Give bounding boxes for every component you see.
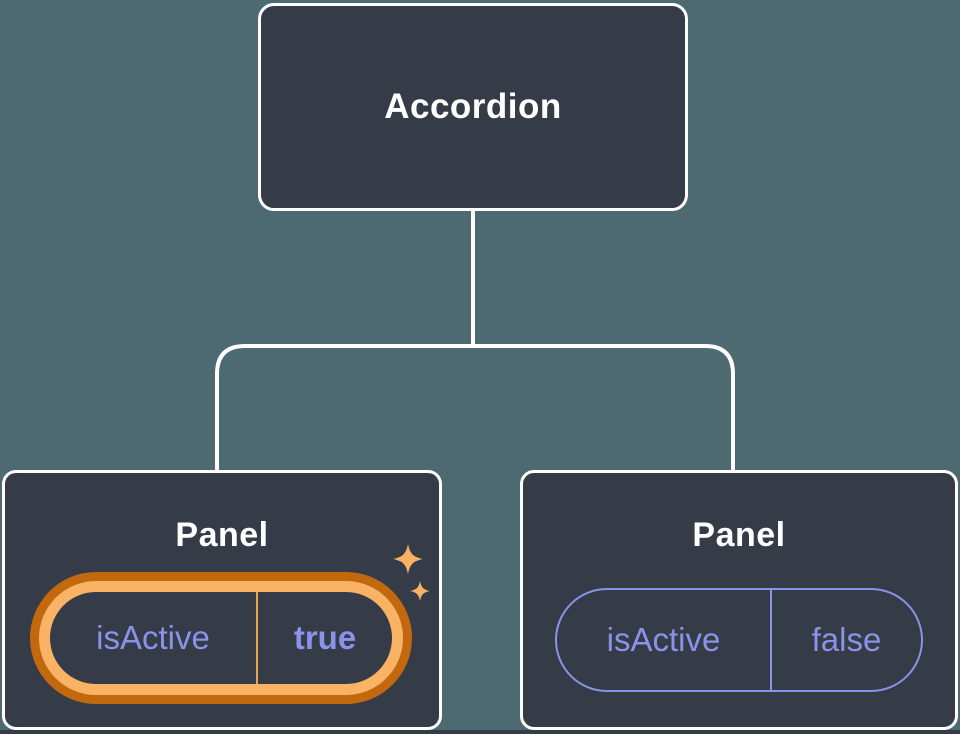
accordion-node-label: Accordion <box>384 87 562 126</box>
connector-branches <box>215 344 735 473</box>
accordion-node: Accordion <box>258 3 688 211</box>
state-key-inactive: isActive <box>606 621 721 658</box>
state-value-active: true <box>293 619 357 656</box>
panel-node-inactive: Panel isActive false <box>520 470 958 730</box>
page-edge-strip <box>0 730 960 734</box>
state-pill-active-divider <box>256 592 258 684</box>
state-pill-inactive: isActive false <box>555 588 923 692</box>
state-pill-active: isActive true <box>30 572 412 704</box>
panel-inactive-label: Panel <box>692 516 786 554</box>
state-value-inactive: false <box>811 621 882 658</box>
state-pill-active-core: isActive true <box>50 592 392 684</box>
panel-node-active: Panel isActive true <box>2 470 442 730</box>
sparkles-icon <box>393 544 423 574</box>
state-key-active: isActive <box>96 619 210 656</box>
state-pill-inactive-divider <box>770 590 772 690</box>
state-pill-active-inner-ring: isActive true <box>39 581 403 695</box>
panel-active-label: Panel <box>175 516 269 554</box>
sparkle-small-icon <box>410 581 430 601</box>
